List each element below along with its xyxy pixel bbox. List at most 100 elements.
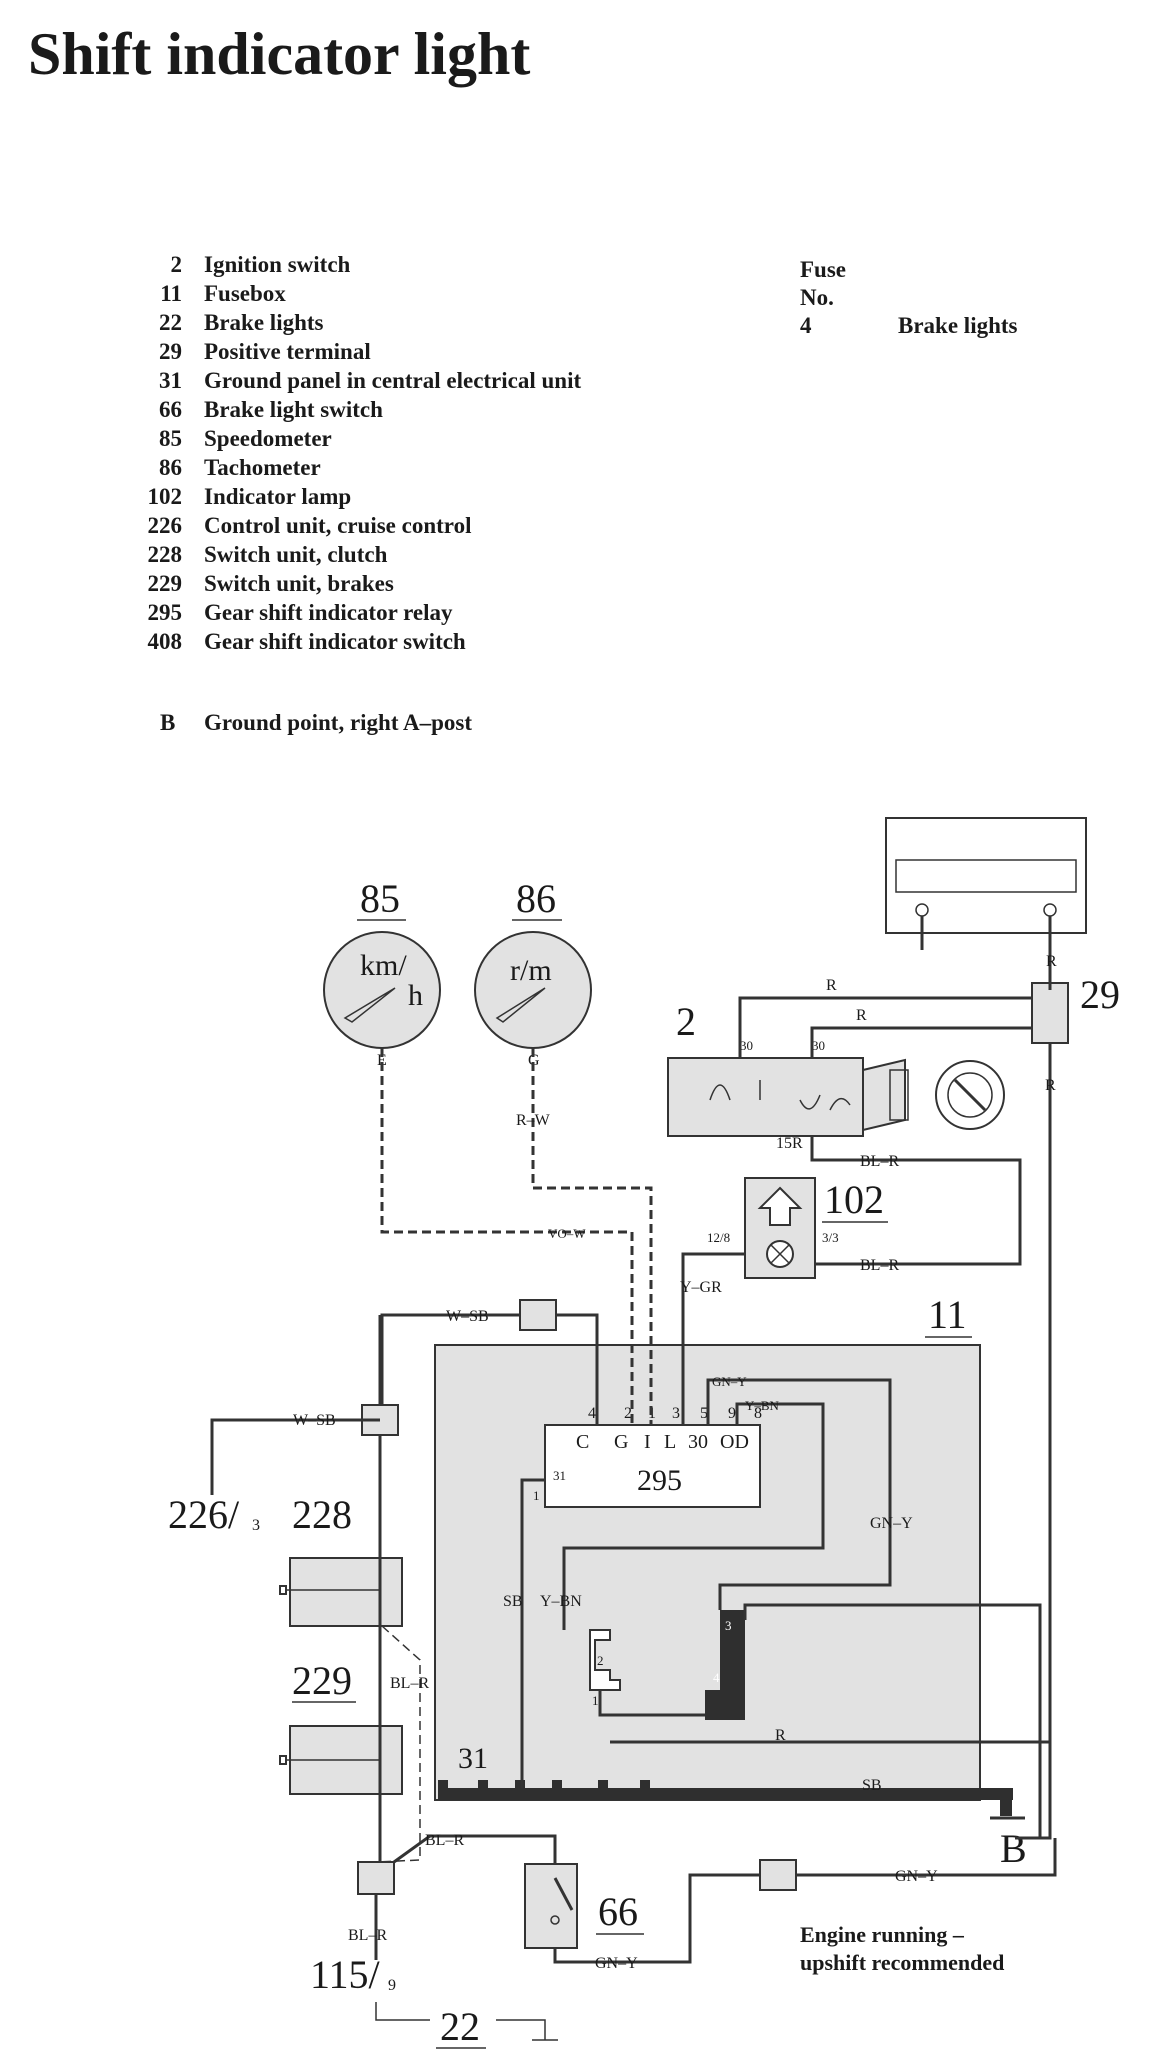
legend-text: Indicator lamp — [204, 484, 352, 509]
switch408-pin-2: 2 — [597, 1653, 604, 1668]
relay-terminal-name: OD — [720, 1431, 749, 1453]
relay-pin-number: 9 — [728, 1405, 736, 1422]
relay-pin-number: 4 — [588, 1405, 596, 1422]
ground-legend-num: B — [160, 710, 176, 735]
label-22: 22 — [440, 2004, 480, 2049]
label-226-sub: 3 — [252, 1517, 260, 1534]
fuse-header-2: No. — [800, 285, 834, 310]
label-115: 115/ — [310, 1952, 381, 1997]
legend-num: 86 — [159, 455, 182, 480]
label-295: 295 — [637, 1464, 682, 1497]
legend-num: 29 — [159, 339, 182, 364]
relay-pin-31: 31 — [553, 1468, 566, 1483]
fuse-table: Fuse No. 4 Brake lights — [800, 256, 1017, 340]
ground-legend: B Ground point, right A–post — [160, 710, 472, 736]
switch408-pin-4: 4 — [713, 1670, 720, 1685]
wire-w-sb-2: W–SB — [293, 1412, 336, 1429]
wire-sb: SB — [503, 1593, 523, 1610]
legend-text: Gear shift indicator relay — [204, 600, 453, 625]
relay-terminal-name: L — [664, 1431, 676, 1453]
label-2: 2 — [676, 999, 696, 1044]
legend-num: 22 — [159, 310, 182, 335]
wire-bl-r-1: BL–R — [860, 1153, 899, 1170]
fuse-row: 4 Brake lights — [800, 312, 1017, 340]
legend-row: 102 Indicator lamp — [110, 482, 581, 511]
wire-labels: R R R R R R–W VO–W Y–GR BL–R BL–R BL–R B… — [293, 953, 1057, 1972]
switch408-pin-1: 1 — [592, 1693, 599, 1708]
legend-num: 85 — [159, 426, 182, 451]
legend-text: Tachometer — [204, 455, 321, 480]
label-228: 228 — [292, 1492, 352, 1537]
legend-num: 295 — [147, 600, 183, 625]
legend-num: 102 — [147, 484, 183, 509]
wire-r-4: R — [1045, 1077, 1056, 1094]
wire-bl-r-4: BL–R — [425, 1832, 464, 1849]
positive-terminal-29: 29 — [1031, 972, 1120, 1044]
wire-y-gr: Y–GR — [680, 1279, 722, 1296]
fuse-number: 4 — [800, 313, 812, 338]
label-115-sub: 9 — [388, 1977, 396, 1994]
fuse-text: Brake lights — [898, 313, 1018, 338]
label-229: 229 — [292, 1658, 352, 1703]
switch408-pin-3: 3 — [725, 1618, 732, 1633]
brake-switch-229: 229 — [279, 1658, 403, 1795]
fuse-header-1: Fuse — [800, 257, 846, 282]
relay-terminal-name: C — [576, 1431, 589, 1453]
ign-term-30a: 30 — [740, 1038, 753, 1053]
speedo-unit-bottom: h — [408, 979, 423, 1012]
speedo-needle — [343, 987, 396, 1023]
wire-r-5: R — [775, 1727, 786, 1744]
upshift-arrow-icon — [757, 1186, 803, 1226]
wires — [210, 983, 1057, 1964]
wire-gn-y-4: GN–Y — [595, 1955, 638, 1972]
legend-row: 86 Tachometer — [110, 453, 581, 482]
tacho-terminal: G — [528, 1052, 540, 1069]
legend-num: 226 — [147, 513, 183, 538]
wire-bl-r-3: BL–R — [390, 1675, 429, 1692]
fusebox-11: 11 — [434, 1292, 981, 1801]
legend-text: Speedometer — [204, 426, 332, 451]
legend-num: 229 — [147, 571, 183, 596]
wire-r-3: R — [1046, 953, 1057, 970]
gear-shift-switch-408: 2 1 3 4 — [589, 1610, 745, 1720]
wire-gn-y-1: GN–Y — [712, 1374, 747, 1389]
label-29: 29 — [1080, 972, 1120, 1017]
clutch-switch-228: 228 — [279, 1492, 403, 1627]
legend-row: 29 Positive terminal — [110, 337, 581, 366]
page-title: Shift indicator light — [28, 21, 531, 87]
label-102: 102 — [824, 1177, 884, 1222]
ground-legend-text: Ground point, right A–post — [204, 710, 472, 735]
legend-text: Positive terminal — [204, 339, 371, 364]
cruise-control-226: 226/ 3 — [168, 1492, 260, 1537]
relay-pin-1: 1 — [533, 1488, 540, 1503]
relay-pin-number: 3 — [672, 1405, 680, 1422]
relay-terminal-name: I — [644, 1431, 651, 1453]
legend-num: 408 — [147, 629, 183, 654]
note-line-2: upshift recommended — [800, 1950, 1005, 1975]
wire-r-2: R — [856, 1007, 867, 1024]
speedometer-85: 85 km/ h E — [323, 876, 441, 1069]
indicator-lamp-102: 102 12/8 3/3 — [707, 1177, 888, 1279]
wire-y-bn-2: Y–BN — [540, 1593, 582, 1610]
wire-r-w: R–W — [516, 1112, 551, 1129]
relay-pin-number: 5 — [700, 1405, 708, 1422]
legend-text: Switch unit, clutch — [204, 542, 388, 567]
ign-term-15r: 15R — [776, 1135, 803, 1152]
tacho-unit: r/m — [510, 954, 552, 987]
wire-vo-w: VO–W — [548, 1226, 586, 1241]
legend-text: Brake light switch — [204, 397, 383, 422]
relay-pin-number: 2 — [624, 1405, 632, 1422]
wire-gn-y-3: GN–Y — [895, 1868, 938, 1885]
tacho-needle — [495, 987, 546, 1023]
brake-light-switch-66: 66 — [524, 1863, 644, 1949]
ign-term-30b: 30 — [812, 1038, 825, 1053]
battery — [885, 817, 1087, 990]
